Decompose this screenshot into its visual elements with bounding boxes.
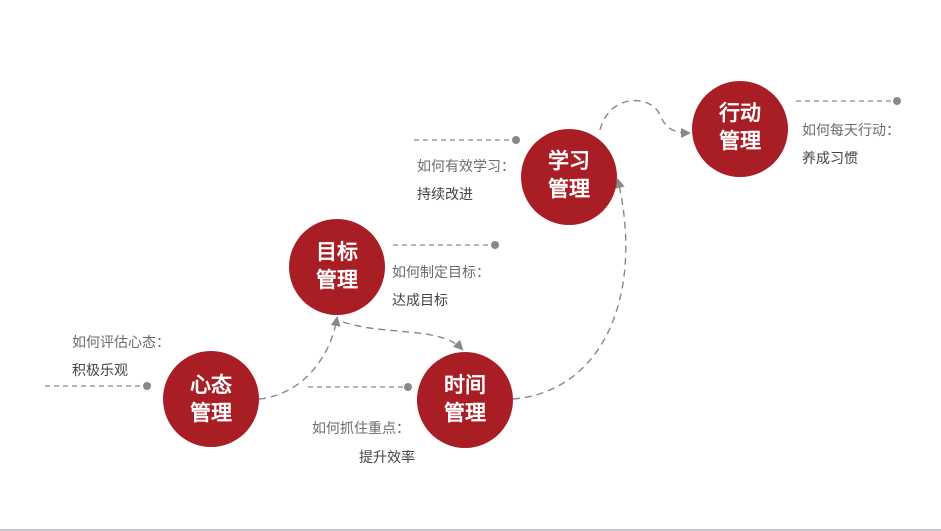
node-title-line2: 管理 [190,400,232,425]
answer-mindset: 积极乐观 [72,363,128,379]
leader-line-action [796,97,901,105]
node-title-line2: 管理 [444,400,486,425]
question-action: 如何每天行动： [802,123,900,139]
node-mindset: 心态 管理 [163,351,259,447]
answer-time: 提升效率 [359,449,415,466]
node-title-line1: 时间 [444,372,486,397]
answer-learning: 持续改进 [417,186,473,203]
node-learning: 学习 管理 [521,129,617,225]
answer-goal: 达成目标 [392,293,448,309]
leader-line-mindset [45,382,151,390]
bottom-divider [0,529,941,531]
leader-line-time [308,383,412,391]
node-action: 行动 管理 [692,81,788,177]
connector-goal-to-time [342,321,464,351]
answer-action: 养成习惯 [802,150,858,167]
node-title-line1: 心态 [190,372,232,397]
leader-line-learning [414,136,520,144]
question-mindset: 如何评估心态： [72,335,170,351]
question-time: 如何抓住重点： [312,421,410,437]
connector-time-to-learning [512,178,627,400]
node-time: 时间 管理 [417,352,513,448]
node-title-line1: 学习 [548,148,590,173]
question-goal: 如何制定目标： [392,265,490,281]
node-title-line2: 管理 [316,267,358,292]
leader-line-goal [393,241,499,249]
node-title-line1: 行动 [718,100,761,125]
connector-mindset-to-goal [258,316,341,400]
node-goal: 目标 管理 [289,219,385,315]
node-title-line2: 管理 [719,128,761,153]
node-title-line1: 目标 [316,239,358,264]
connector-learning-to-action [599,99,691,138]
node-title-line2: 管理 [548,176,590,201]
question-learning: 如何有效学习： [417,159,515,175]
